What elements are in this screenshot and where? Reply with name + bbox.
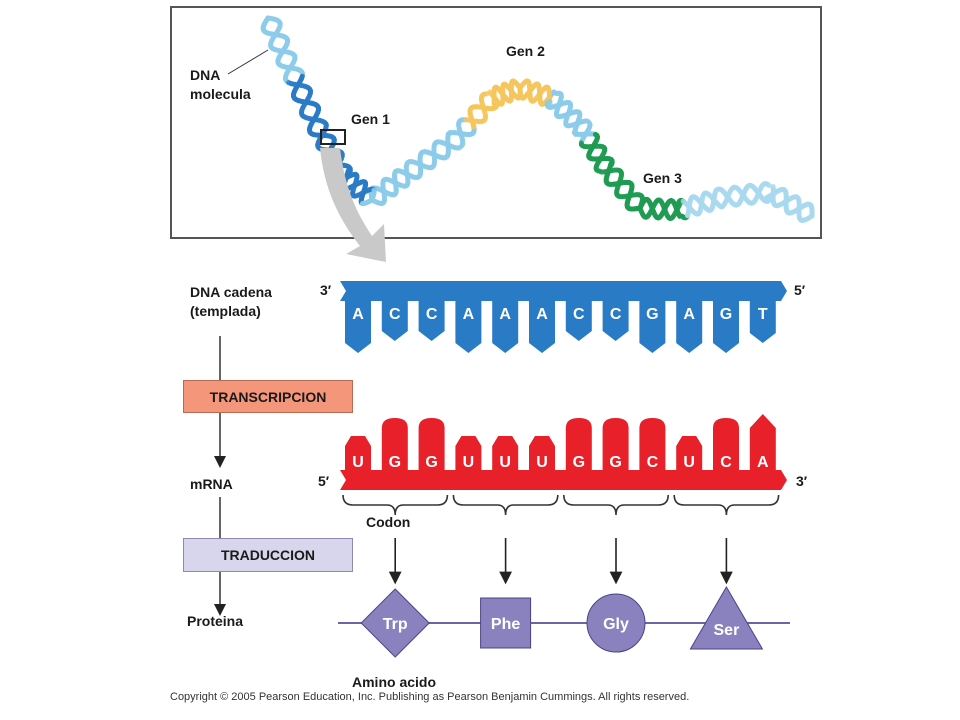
dna-end-5-label: 5′ [794,282,806,298]
amino-acid-trp-shape [360,588,430,658]
protein-chain: Trp Phe Gly Ser [360,586,764,658]
dna-nucleotide [602,299,629,341]
dna-base-letter: A [352,306,364,323]
mrna-base-letter: G [609,454,621,471]
codon-brace [673,494,780,516]
dna-nucleotide [345,299,371,353]
dna-base-letter: C [610,306,622,323]
dna-nucleotide [492,299,519,353]
amino-acid-ser-shape [689,586,764,650]
mrna-nucleotide [749,414,776,472]
amino-acid-phe-shape [480,597,532,649]
dna-base-letter: G [720,306,732,323]
mrna-nucleotide [492,436,519,472]
zoom-box [320,129,346,145]
mrna-base-letter: U [463,454,475,471]
amino-acid-name: Trp [383,616,408,633]
dna-base-letter: A [683,306,695,323]
mrna-nucleotide [418,418,445,472]
helix-segment [764,181,772,189]
mrna-base-letter: G [389,454,401,471]
dna-base-letter: C [426,306,438,323]
mrna-end-5-label: 5′ [318,473,330,489]
mrna-base-letter: U [683,454,695,471]
mrna-nucleotide [639,418,666,472]
mrna-nucleotide [676,436,703,472]
dna-nucleotide [639,299,666,353]
dna-base-letter: T [758,306,768,323]
codon-brace [342,494,449,516]
dna-backbone [340,281,781,301]
codon-braces [342,494,780,585]
translation-box: TRADUCCION [183,538,353,572]
amino-acid-gly-shape [586,593,646,653]
mrna-base-letter: C [720,454,732,471]
mrna-nucleotide [713,418,739,472]
mrna-end-3-label: 3′ [796,473,808,489]
dna-molecule-frame [170,6,822,239]
dna-nucleotide [565,299,592,341]
zoom-arrow [320,148,386,262]
dna-end-3-label: 3′ [320,282,332,298]
dna-nucleotide [381,299,408,341]
gene3-label: Gen 3 [643,170,682,186]
helix-segment [806,213,815,221]
dna-nucleotide [676,299,703,353]
mrna-base-letter: A [757,454,769,471]
dna-strand-label: DNA cadena (templada) [190,284,272,319]
mrna-base-letter: C [647,454,659,471]
dna-molecule-label: DNA molecula [190,67,251,102]
protein-label: Proteina [187,613,244,629]
gene2-label: Gen 2 [506,43,545,59]
dna-nucleotide [418,299,445,341]
codon-label: Codon [366,514,411,530]
mrna-nucleotide [345,436,371,472]
mrna-base-letter: U [352,454,364,471]
helix-segment [549,89,557,97]
mrna-base-letter: G [425,454,437,471]
dna-molecule-leader [227,49,269,75]
transcription-box: TRANSCRIPCION [183,380,353,413]
dna-helix [260,15,815,223]
mrna-label: mRNA [190,476,233,492]
mrna-nucleotide [602,418,629,472]
dna-base-letter: A [499,306,511,323]
amino-acid-label: Amino acido [352,674,437,690]
mrna-base-letter: G [573,454,585,471]
amino-acid-name: Ser [714,622,740,639]
mrna-base-letter: U [499,454,511,471]
amino-acid-name: Phe [491,616,520,633]
dna-base-letter: G [646,306,658,323]
gene1-label: Gen 1 [351,111,390,127]
dna-base-letter: C [573,306,585,323]
copyright-notice: Copyright © 2005 Pearson Education, Inc.… [170,691,690,703]
dna-base-letter: C [389,306,401,323]
dna-nucleotide [455,299,482,353]
mrna-nucleotide [565,418,592,472]
dna-base-letter: A [463,306,475,323]
mrna-base-letter: U [536,454,548,471]
mrna-nucleotide [529,436,555,472]
mrna-nucleotide [381,418,408,472]
mrna-nucleotide [455,436,482,472]
mrna-backbone [340,470,781,490]
dna-nucleotide [713,299,739,353]
amino-acid-name: Gly [603,616,629,633]
dna-nucleotide [749,299,776,343]
codon-brace [563,494,669,516]
codon-brace [452,494,559,516]
dna-nucleotide [529,299,555,353]
dna-base-letter: A [536,306,548,323]
helix-segment [766,195,774,203]
